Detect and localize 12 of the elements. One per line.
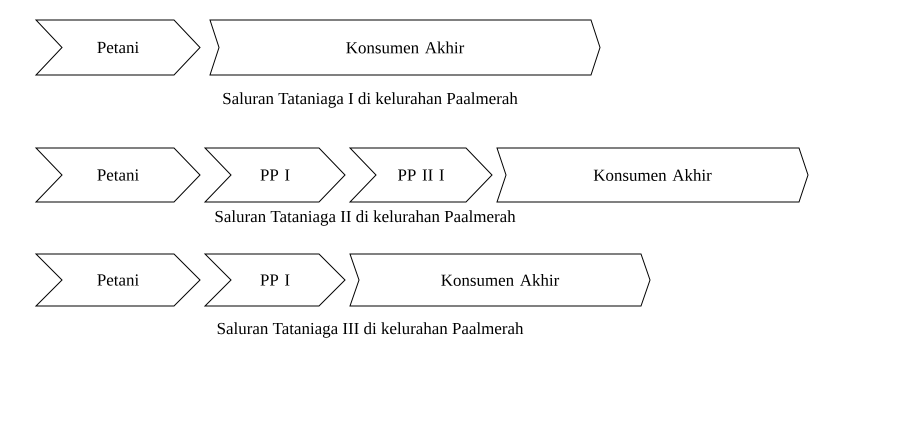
process-step: Konsumen Akhir (349, 254, 651, 306)
process-step: Petani (34, 254, 201, 306)
process-step: Konsumen Akhir (496, 148, 809, 202)
process-step: PP II I (348, 148, 493, 202)
caption: Saluran Tataniaga III di kelurahan Paalmerah (218, 322, 524, 338)
process-step: PP I (204, 148, 346, 202)
process-step: Petani (34, 20, 201, 76)
process-step: Konsumen Akhir (209, 20, 601, 76)
process-step: PP I (204, 254, 346, 306)
process-step: Petani (34, 148, 201, 202)
caption: Saluran Tataniaga I di kelurahan Paalmerah (223, 92, 518, 108)
caption: Saluran Tataniaga II di kelurahan Paalmerah (216, 210, 516, 226)
